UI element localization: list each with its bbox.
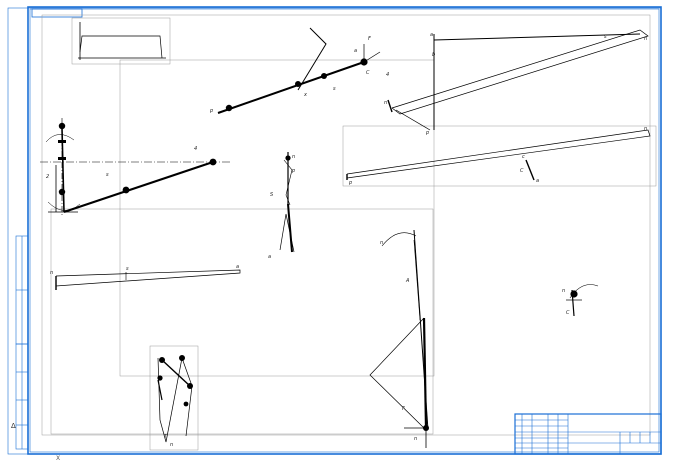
forces-view-2: n A F n [369,229,429,448]
svg-text:x: x [303,92,307,98]
svg-text:n: n [170,442,173,448]
svg-text:c: c [522,154,525,160]
center-mass-view: n C [562,284,599,317]
svg-text:s: s [604,34,607,40]
svg-text:p: p [209,108,213,114]
svg-text:a: a [268,254,271,260]
acceleration-plan-1: a b s n n p [384,29,649,136]
svg-text:S: S [270,192,274,198]
svg-text:n: n [414,436,417,442]
svg-text:T: T [164,434,168,440]
svg-text:s: s [106,172,109,178]
title-block [514,413,662,455]
svg-text:F: F [402,406,405,412]
svg-text:F: F [368,36,371,42]
forces-view-1: T n [157,355,193,448]
svg-text:p: p [425,130,429,136]
svg-text:2: 2 [46,174,49,180]
sheet-frame [7,6,662,455]
svg-text:s: s [126,266,129,272]
svg-text:C: C [366,70,370,76]
corner-mark: X [56,455,60,461]
velocity-plan: p x s F a 4 C [209,27,389,114]
side-mark: Δ [11,422,16,430]
mechanism-view: 2 s 4 [40,118,230,215]
svg-text:n: n [644,36,647,42]
svg-text:n: n [380,240,383,246]
svg-text:A: A [405,278,410,284]
svg-text:s: s [333,86,336,92]
lever-view: n a s [50,264,241,290]
side-stamp [15,235,29,450]
svg-text:n: n [644,126,647,132]
svg-text:n: n [292,154,295,160]
svg-text:a: a [236,264,239,270]
svg-text:C: C [520,168,524,174]
svg-text:p: p [291,168,295,174]
svg-text:a: a [354,48,357,54]
construction-frames [41,14,657,451]
svg-text:C: C [566,310,570,316]
svg-text:a: a [536,178,539,184]
svg-text:p: p [348,180,352,186]
svg-text:n: n [384,100,387,106]
svg-text:a: a [430,32,433,38]
svg-text:n: n [562,288,565,294]
acceleration-plan-3: n S a p [268,152,295,260]
svg-text:n: n [50,270,53,276]
acceleration-plan-2: p c C a n [346,126,651,186]
svg-text:4: 4 [194,146,197,152]
small-graph [78,22,166,60]
svg-text:4: 4 [386,72,389,78]
svg-text:b: b [432,52,435,58]
